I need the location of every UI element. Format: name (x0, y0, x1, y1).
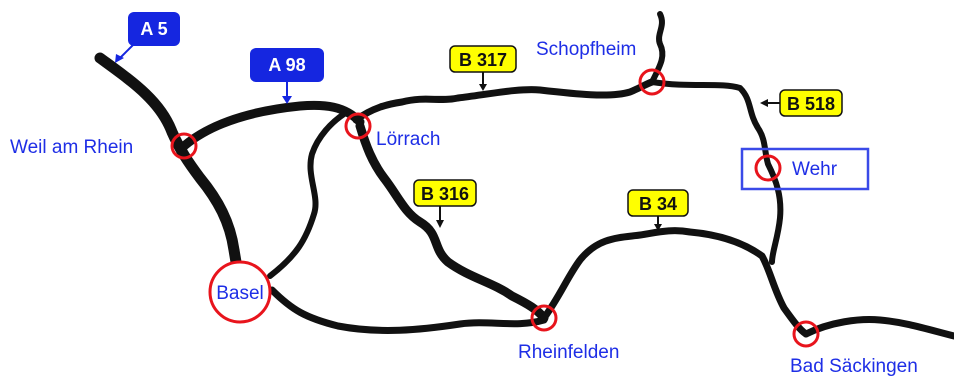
shield-b34-arrow-head (654, 224, 662, 231)
shield-a98-label: A 98 (268, 55, 305, 75)
shield-a98-box (250, 48, 324, 82)
shield-b518: B 518 (760, 89, 843, 117)
loerrach-marker (344, 112, 372, 140)
shield-b518-label: B 518 (787, 94, 835, 114)
basel-marker (208, 260, 272, 324)
town-label-bad-saeckingen: Bad Säckingen (790, 356, 918, 377)
road-b317-north (649, 11, 666, 85)
roads (94, 11, 954, 340)
town-label-schopfheim: Schopfheim (536, 39, 636, 60)
shield-a5: A 5 (115, 12, 180, 63)
shield-b34: B 34 (627, 189, 689, 231)
shield-a5-arrow-head (115, 54, 124, 63)
shield-b317: B 317 (449, 45, 517, 91)
town-label-rheinfelden: Rheinfelden (518, 342, 619, 363)
shield-a98: A 98 (250, 48, 324, 104)
shield-b316-box (413, 179, 477, 207)
shield-b316-label: B 316 (421, 184, 469, 204)
wehr-marker (754, 154, 782, 182)
road-a5 (94, 52, 242, 268)
road-a98 (179, 100, 365, 151)
weil-am-rhein-marker (170, 132, 198, 160)
shield-a5-box (128, 12, 180, 46)
shield-a5-label: A 5 (140, 19, 167, 39)
town-label-wehr: Wehr (792, 159, 838, 180)
town-label-loerrach: Lörrach (376, 129, 440, 150)
shield-a5-arrow-line (118, 43, 135, 60)
town-label-weil-am-rhein: Weil am Rhein (10, 137, 133, 158)
schopfheim-marker (638, 68, 666, 96)
shield-b317-label: B 317 (459, 50, 507, 70)
road-b34-east (802, 316, 954, 340)
shield-b317-arrow-head (479, 84, 487, 91)
road-basel-loerrach (267, 111, 347, 279)
road-b316 (355, 121, 549, 323)
road-b317 (352, 78, 656, 124)
town-label-basel: Basel (216, 283, 264, 304)
shield-b518-arrow-head (760, 99, 768, 107)
shield-a98-arrow-head (282, 96, 292, 104)
shield-b316: B 316 (413, 179, 477, 228)
shield-b34-label: B 34 (639, 194, 677, 214)
rheinfelden-marker (530, 304, 558, 332)
bad-saeckingen-marker (792, 320, 820, 348)
road-b34 (540, 227, 810, 338)
road-b518 (649, 79, 784, 265)
road-basel-rheinfelden (268, 286, 548, 334)
shield-b316-arrow-head (436, 220, 444, 228)
wehr-highlight-box (740, 147, 870, 191)
